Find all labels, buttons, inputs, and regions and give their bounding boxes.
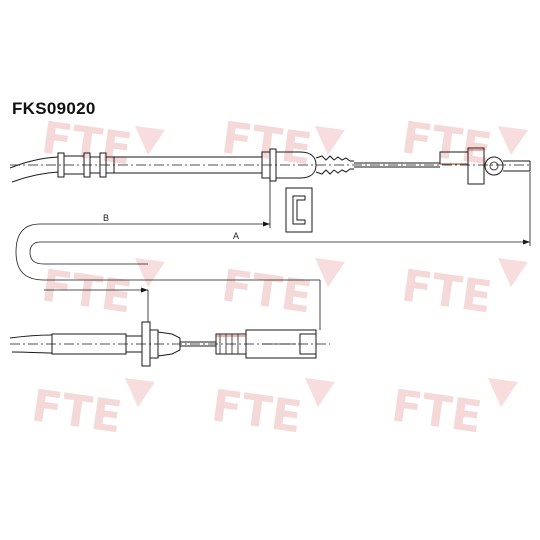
- watermark-6: FTE: [398, 258, 528, 323]
- svg-text:FTE: FTE: [38, 260, 134, 323]
- watermark-8: FTE: [208, 378, 335, 443]
- watermark-group: FTE FTE FTE FTE FTE FTE FTE FTE: [28, 112, 528, 443]
- watermark-5: FTE: [218, 258, 345, 323]
- dimension-b: B: [40, 181, 271, 228]
- watermark-triangle: [498, 126, 528, 155]
- watermark-triangle: [498, 258, 528, 287]
- svg-text:FTE: FTE: [28, 380, 124, 443]
- watermark-triangle: [135, 126, 165, 155]
- bottom-cable-assembly: [9, 321, 330, 367]
- svg-text:FTE: FTE: [38, 112, 134, 175]
- svg-text:FTE: FTE: [208, 380, 304, 443]
- svg-text:FTE: FTE: [218, 112, 314, 175]
- watermark-7: FTE: [28, 378, 155, 443]
- watermark-triangle: [315, 258, 345, 287]
- end-fitting-eye: [484, 156, 504, 176]
- dimension-b-label: B: [103, 213, 109, 223]
- dimension-a: A: [40, 172, 531, 246]
- watermark-triangle: [135, 258, 165, 287]
- svg-text:FTE: FTE: [398, 112, 494, 175]
- u-bend: [15, 223, 320, 281]
- watermark-2: FTE: [218, 112, 345, 175]
- watermark-9: FTE: [388, 378, 518, 443]
- watermark-1: FTE: [38, 112, 165, 175]
- top-cable-assembly: [9, 147, 531, 185]
- part-number: FKS09020: [12, 99, 96, 118]
- svg-text:FTE: FTE: [398, 260, 494, 323]
- watermark-triangle: [305, 378, 335, 407]
- svg-text:FTE: FTE: [388, 380, 484, 443]
- watermark-triangle: [315, 126, 345, 155]
- dimension-a-label: A: [233, 231, 239, 241]
- watermark-triangle: [488, 378, 518, 407]
- section-frame: [285, 187, 313, 233]
- section-detail: [285, 187, 313, 233]
- watermark-4: FTE: [38, 258, 165, 323]
- watermark-triangle: [125, 378, 155, 407]
- end-cap: [299, 333, 317, 355]
- svg-text:FTE: FTE: [218, 260, 314, 323]
- adjuster-housing: [275, 151, 317, 179]
- watermark-3: FTE: [398, 112, 528, 175]
- end-fitting-body: [467, 147, 485, 185]
